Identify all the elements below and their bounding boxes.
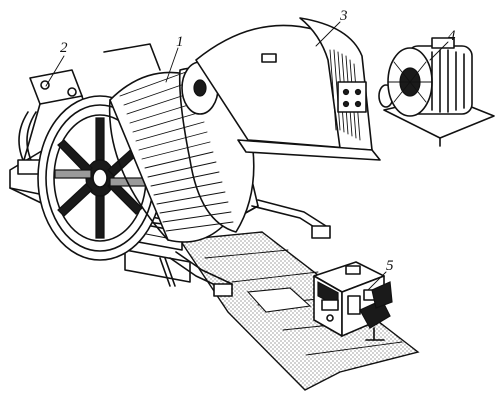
gearbox [195, 17, 394, 161]
electric-motor [383, 37, 495, 147]
brake-assembly [17, 69, 97, 175]
callout-gearbox: 3 [339, 8, 348, 24]
leader-lines [45, 21, 449, 291]
callout-brake: 2 [60, 40, 68, 56]
callout-drum: 1 [176, 34, 184, 50]
callout-control-console: 5 [386, 258, 394, 274]
support-legs [159, 199, 331, 297]
callout-motor: 4 [448, 28, 456, 44]
operator-chair [359, 281, 393, 341]
